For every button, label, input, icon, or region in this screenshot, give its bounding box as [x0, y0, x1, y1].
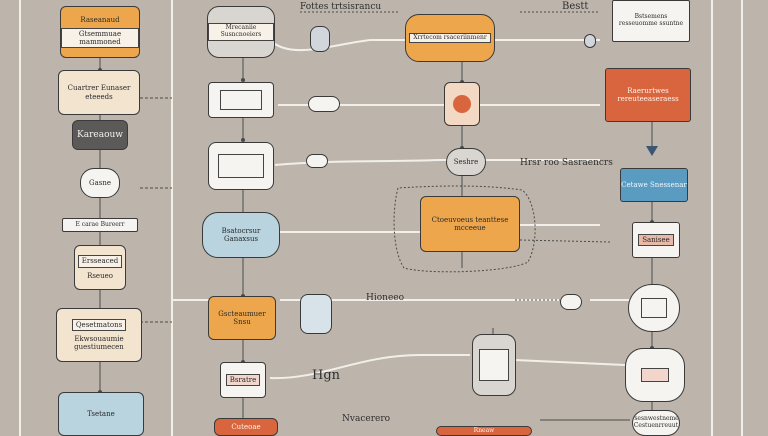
node-orange-top[interactable]: Xrrtecom rsaceriinmenr — [405, 14, 495, 62]
label-top: Fottes trtsisrancu — [300, 2, 382, 12]
node-orange-center[interactable]: Ctoeuvoeus teanttese mcceeue — [420, 196, 520, 252]
node-white-pill-3[interactable] — [625, 348, 685, 402]
node-cream-2[interactable]: Ersseaced Rseueo — [74, 245, 126, 290]
node-blue-1[interactable]: Cetawe Snessenar — [620, 168, 688, 202]
node-red-bottom-2[interactable]: Rneaw — [436, 426, 532, 436]
tag-icon — [641, 368, 669, 382]
node-white-4[interactable]: Sanisee — [632, 222, 680, 258]
node-grey-circle[interactable]: Seshre — [446, 148, 486, 176]
node-white-2[interactable]: Bsratre — [220, 362, 266, 398]
label-top-right: Bestt — [562, 1, 589, 12]
node-orange-center-text: Ctoeuvoeus teanttese mcceeue — [431, 215, 509, 232]
node-white-pill-1[interactable]: Gasne — [80, 168, 120, 198]
node-cream-3-inner: Qesetmatons — [71, 318, 127, 331]
connector-pill-3[interactable] — [300, 294, 332, 334]
node-doc-1[interactable]: Mrecaniie Susncnoeiers — [207, 6, 275, 58]
node-red-1-text: Raerurtwes rereuteeaseraess — [617, 86, 679, 103]
doc-icon — [220, 90, 262, 110]
node-cream-1[interactable]: Cuartrer Eunaser eteeeds — [58, 70, 140, 115]
node-doc-1-text: Mrecaniie Susncnoeiers — [208, 23, 274, 41]
node-grey-circle-text: Seshre — [453, 157, 479, 166]
connector-pill-1[interactable] — [308, 96, 340, 112]
node-red-bottom-1-text: Cuteoae — [231, 422, 261, 431]
node-cream-3[interactable]: Qesetmatons Ekwsouaumie guestiumecen — [56, 308, 142, 362]
node-cream-3-text: Ekwsouaumie guestiumecen — [74, 334, 124, 352]
node-cream-2-text: Rseueo — [87, 271, 113, 280]
node-cream-1-text: Cuartrer Eunaser eteeeds — [67, 84, 131, 101]
node-white-pill-1-text: Gasne — [88, 178, 111, 187]
node-red-1[interactable]: Raerurtwes rereuteeaseraess — [605, 68, 691, 122]
connector-pill-5[interactable] — [310, 26, 330, 52]
node-blue-blob-1[interactable]: Bsatocrsur Ganaxsus — [202, 212, 280, 258]
connector-pill-2[interactable] — [306, 154, 328, 168]
node-white-pill-2[interactable] — [628, 284, 680, 332]
node-note-1-text: Bstsemens resseuomme ssuntne — [618, 13, 684, 27]
node-white-pill-4[interactable]: Osesnwestnemen Cestuenrreuut — [632, 410, 680, 436]
node-doc-3[interactable] — [208, 142, 274, 190]
node-white-pill-4-text: Osesnwestnemen Cestuenrreuut — [632, 415, 680, 429]
node-white-2-text: Bsratre — [225, 373, 261, 387]
screen-icon — [641, 298, 667, 318]
node-red-bottom-1[interactable]: Cuteoae — [214, 418, 278, 436]
connector-pill-4[interactable] — [560, 294, 582, 310]
person-icon — [453, 95, 471, 113]
node-note-1[interactable]: Bstsemens resseuomme ssuntne — [612, 0, 690, 42]
node-cream-2-inner: Ersseaced — [77, 255, 123, 268]
connector-pill-6[interactable] — [584, 34, 596, 48]
node-dark-1-text: Kareaouw — [76, 129, 123, 140]
node-orange-top-text: Xrrtecom rsaceriinmenr — [409, 32, 491, 44]
label-row6: Hgn — [312, 368, 341, 383]
node-grey-doc[interactable] — [472, 334, 516, 396]
node-orange-1-inner: Gtsemmuae mammoned — [61, 27, 139, 49]
node-doc-2[interactable] — [208, 82, 274, 118]
window-icon — [218, 154, 264, 178]
node-lightblue-1-text: Tsetane — [87, 409, 115, 418]
node-lightblue-1[interactable]: Tsetane — [58, 392, 144, 436]
node-orange-icon[interactable] — [444, 82, 480, 126]
node-blue-1-text: Cetawe Snessenar — [621, 180, 687, 189]
node-orange-1-title: Raseanaud — [80, 15, 120, 24]
node-label-box-1[interactable]: E carae Bureerr — [62, 218, 138, 232]
label-row5: Hioneeo — [366, 293, 405, 303]
node-label-box-1-text: E carae Bureerr — [75, 220, 125, 228]
doc-stack-icon — [479, 349, 509, 381]
node-orange-2-text: Gscteaumuer Snsu — [218, 309, 266, 326]
node-orange-2[interactable]: Gscteaumuer Snsu — [208, 296, 276, 340]
node-orange-1[interactable]: Raseanaud Gtsemmuae mammoned — [60, 6, 140, 58]
node-red-bottom-2-text: Rneaw — [473, 426, 495, 434]
node-white-4-text: Sanisee — [638, 233, 674, 247]
node-blue-blob-1-text: Bsatocrsur Ganaxsus — [221, 226, 261, 243]
label-mid: Hrsr roo Sasraencrs — [520, 158, 613, 168]
label-bottom: Nvacerero — [342, 414, 391, 424]
node-dark-1[interactable]: Kareaouw — [72, 120, 128, 150]
